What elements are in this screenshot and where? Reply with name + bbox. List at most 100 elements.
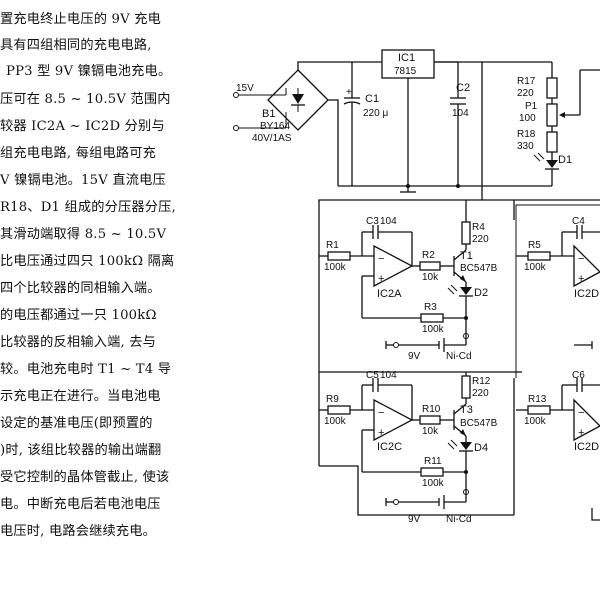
p1-ref: P1 (525, 101, 538, 112)
r17-ref: R17 (517, 76, 536, 87)
c3-value: 104 (380, 216, 397, 227)
batt-a-type: Ni-Cd (446, 351, 472, 362)
resistor-r11 (420, 467, 444, 477)
led-d1 (546, 160, 558, 168)
resistor-r9 (327, 405, 351, 415)
r4-ref: R4 (472, 222, 485, 233)
r4-value: 220 (472, 234, 489, 245)
ic1-part: 7815 (394, 66, 417, 77)
article-line: 电。中断充电后若电池电压 (0, 497, 161, 512)
t1-part: BC547B (460, 263, 498, 274)
svg-text:+: + (378, 273, 384, 285)
r10-value: 10k (422, 426, 439, 437)
resistor-r1 (327, 251, 351, 261)
led-d4 (460, 442, 472, 450)
batt-c-type: Ni-Cd (446, 514, 472, 525)
resistor-r2 (419, 261, 441, 271)
c1-value: 220 μ (363, 108, 388, 119)
channel-a: C3 104 − + IC2A R1 100k R2 10k T1 BC547B (319, 200, 498, 362)
ic2d-ref: IC2D (574, 441, 599, 453)
r9-ref: R9 (326, 394, 339, 405)
p1-value: 100 (519, 113, 536, 124)
resistor-r3 (420, 313, 444, 323)
svg-text:+: + (578, 273, 584, 285)
t3-ref: T3 (460, 404, 473, 416)
t3-part: BC547B (460, 418, 498, 429)
transistor-t1 (453, 249, 467, 283)
transistor-t3 (453, 403, 467, 437)
c1-ref: C1 (365, 93, 379, 105)
resistor-r10 (419, 415, 441, 425)
t1-ref: T1 (460, 250, 473, 262)
r12-value: 220 (472, 388, 489, 399)
c2-ref: C2 (456, 82, 470, 94)
resistor-r17 (546, 77, 558, 99)
c6-ref: C6 (572, 370, 585, 381)
article-line: )时, 该组比较器的输出端翻 (0, 443, 162, 458)
d1-ref: D1 (558, 154, 572, 166)
r2-ref: R2 (422, 250, 435, 261)
r12-ref: R12 (472, 376, 491, 387)
article-line: PP3 型 9V 镍镉电池充电。 (6, 64, 172, 79)
resistor-r4 (461, 221, 471, 245)
r3-ref: R3 (424, 302, 437, 313)
channel-c: C5 104 − + IC2C R9 100k R10 10k T3 BC547… (318, 370, 515, 525)
svg-text:−: − (578, 407, 584, 419)
r3-value: 100k (422, 324, 445, 335)
c3-ref: C3 (366, 216, 379, 227)
article-line: 压可在 8.5 ~ 10.5V 范围内 (0, 92, 171, 107)
r11-value: 100k (422, 478, 445, 489)
batt-c-voltage: 9V (408, 514, 421, 525)
r1-value: 100k (324, 262, 347, 273)
circuit-schematic: 15V B1 BY164 40V/1AS + C1 2 (233, 49, 600, 525)
potentiometer-p1 (546, 103, 558, 127)
svg-text:+: + (346, 87, 352, 98)
bridge-rectifier (267, 69, 329, 131)
r10-ref: R10 (422, 404, 441, 415)
article-line: R18、D1 组成的分压器分压, (0, 200, 176, 215)
ic2b-ref: IC2D (574, 288, 599, 300)
capacitor-c2 (450, 97, 466, 186)
article-line: 比较器的反相输入端, 去与 (0, 335, 157, 350)
resistor-r12 (461, 375, 471, 399)
opamp-ic2c (373, 398, 414, 442)
article-line: 具有四组相同的充电电路, (0, 38, 152, 53)
r18-value: 330 (517, 141, 534, 152)
r13-ref: R13 (528, 394, 547, 405)
article-line: 示充电正在进行。当电池电 (0, 389, 161, 404)
voltage-divider (532, 61, 600, 186)
article-line: 设定的基准电压(即预置的 (0, 416, 153, 431)
power-supply: 15V B1 BY164 40V/1AS + C1 2 (233, 49, 552, 193)
channel-b: C4 − + IC2D R5 100k (516, 216, 600, 349)
ic2c-ref: IC2C (377, 441, 402, 453)
resistor-r5 (527, 251, 551, 261)
r1-ref: R1 (326, 240, 339, 251)
article-line: 较。电池充电时 T1 ~ T4 导 (0, 362, 172, 377)
svg-text:+: + (578, 427, 584, 439)
input-voltage-label: 15V (236, 83, 254, 94)
svg-text:−: − (578, 253, 584, 265)
article-line: 组充电电路, 每组电路可充 (0, 146, 157, 161)
r11-ref: R11 (424, 456, 442, 467)
article-line: 电压时, 电路会继续充电。 (0, 524, 157, 539)
c2-value: 104 (452, 108, 469, 119)
r17-value: 220 (517, 88, 534, 99)
resistor-r13 (527, 405, 551, 415)
capacitor-c1: + (343, 62, 361, 186)
article-line: V 镍镉电池。15V 直流电压 (0, 173, 166, 188)
b1-ref: B1 (262, 108, 275, 120)
r5-value: 100k (524, 262, 547, 273)
ic2a-ref: IC2A (377, 288, 402, 300)
opamp-ic2b (573, 244, 600, 288)
opamp-ic2a (373, 244, 414, 288)
d4-ref: D4 (474, 442, 488, 454)
r2-value: 10k (422, 272, 439, 283)
resistor-r18 (546, 131, 558, 153)
input-terminal-minus (233, 125, 239, 131)
article-line: 比电压通过四只 100kΩ 隔离 (0, 254, 175, 269)
article-line: 较器 IC2A ~ IC2D 分别与 (0, 119, 165, 134)
r13-value: 100k (524, 416, 547, 427)
batt-a-voltage: 9V (408, 351, 421, 362)
ic1-ref: IC1 (398, 52, 415, 64)
